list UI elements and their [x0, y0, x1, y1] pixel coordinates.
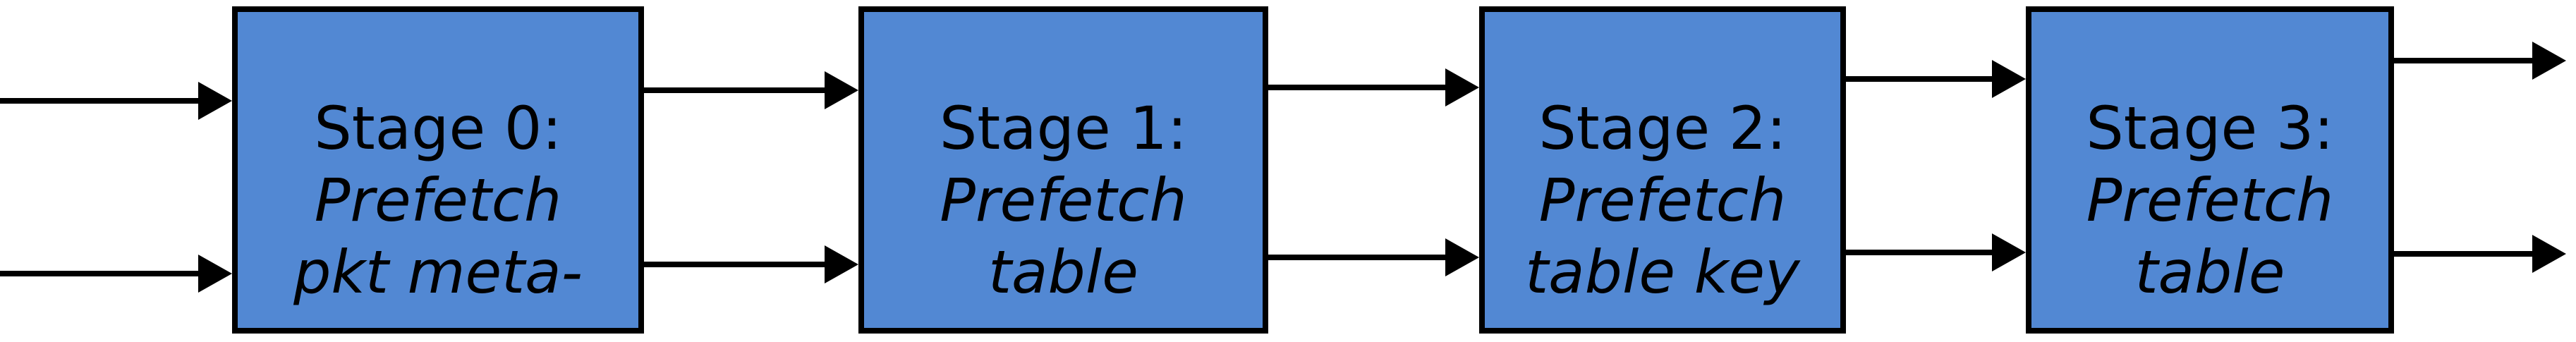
stage-3-box: Stage 3: Prefetch table: [2026, 6, 2394, 334]
stage-1-box: Stage 1: Prefetch table: [858, 6, 1268, 334]
arrow-stage2-to-stage3-top-icon: [1846, 60, 2026, 98]
stage-0-subtitle-line-2: pkt meta-: [293, 238, 583, 307]
stage-2-box: Stage 2: Prefetch table key: [1479, 6, 1846, 334]
stage-3-subtitle-line-1: Prefetch: [2086, 166, 2334, 235]
stage-0-subtitle-line-1: Prefetch: [314, 166, 562, 235]
stage-3-subtitle-line-2: table: [2134, 238, 2285, 307]
arrow-output-top-icon: [2394, 42, 2566, 80]
stage-0-box: Stage 0: Prefetch pkt meta-: [232, 6, 644, 334]
stage-3-title: Stage 3:: [2086, 94, 2334, 163]
arrow-stage0-to-stage1-bottom-icon: [644, 245, 858, 283]
arrow-stage1-to-stage2-bottom-icon: [1268, 238, 1479, 276]
arrow-stage1-to-stage2-top-icon: [1268, 68, 1479, 106]
stage-2-title: Stage 2:: [1538, 94, 1787, 163]
stage-2-subtitle-line-2: table key: [1525, 238, 1800, 307]
stage-1-title: Stage 1:: [939, 94, 1188, 163]
arrow-stage0-to-stage1-top-icon: [644, 71, 858, 109]
stage-1-subtitle-line-1: Prefetch: [940, 166, 1187, 235]
stage-1-subtitle-line-2: table: [988, 238, 1138, 307]
stage-2-subtitle-line-1: Prefetch: [1538, 166, 1787, 235]
arrow-output-bottom-icon: [2394, 235, 2566, 273]
arrow-stage2-to-stage3-bottom-icon: [1846, 233, 2026, 271]
arrow-input-bottom-icon: [0, 255, 232, 293]
arrow-input-top-icon: [0, 82, 232, 120]
stage-0-title: Stage 0:: [314, 94, 562, 163]
